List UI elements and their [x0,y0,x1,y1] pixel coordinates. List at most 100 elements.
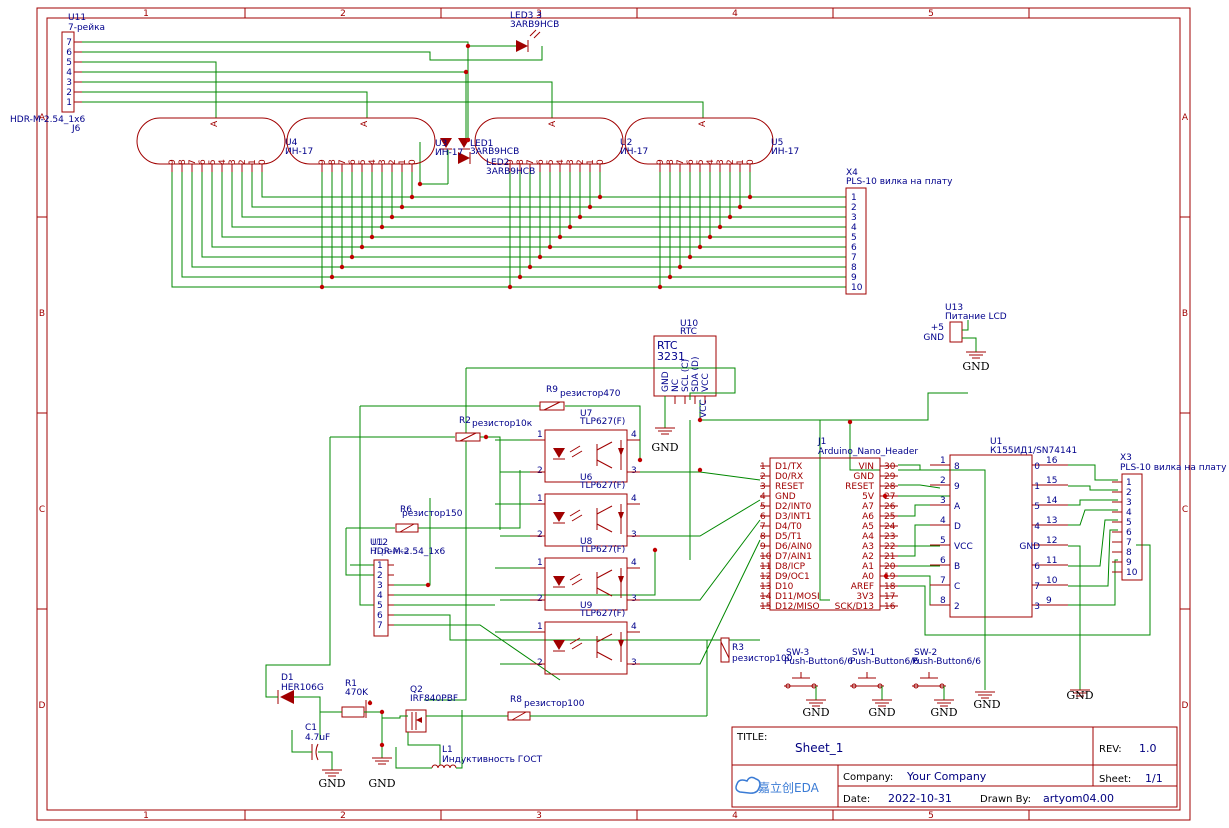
tube-digit-label: 2 [576,159,586,165]
inductor-l1[interactable]: L1 Индуктивность ГОСТ [395,710,543,769]
u1-right-pin-number: 16 [1046,456,1058,466]
u1-right-pin-number: 13 [1046,516,1057,526]
date-value: 2022-10-31 [888,792,952,805]
diode-d1[interactable]: D1 HER106G [265,673,324,740]
r3-ref: R3 [732,643,744,653]
u1-left-pin-number: 2 [940,476,946,486]
push-buttons: SW-3Push-Button6/6GNDSW-1Push-Button6/6G… [784,648,981,719]
x4-pin-number: 5 [851,233,857,243]
tube-digit-label: 0 [746,159,756,165]
resistor-r6[interactable]: R6 резистор150 [395,505,463,533]
capacitor-c1[interactable]: C1 4.7uF GND [291,723,346,790]
gnd-label: GND [368,777,395,790]
x4-ref: X4 [846,168,858,178]
j1-left-pin-number: 7 [760,522,766,532]
company-label: Company: [843,772,893,783]
opto-pin-number: 2 [537,530,543,540]
led1-led2-group[interactable]: U3 ИН-17 LED1 3АRВ9НСВ LED2 3АRВ9НСВ [435,138,535,177]
j1-left-pin-number: 10 [760,552,772,562]
r1-ref: R1 [345,679,357,689]
vcc-label: VCC [699,399,709,418]
led3-diode[interactable]: LED3 3 3АRВ9НСВ [510,11,559,52]
resistor-r9[interactable]: R9 резистор470 [539,385,621,411]
tube-digit-label: 3 [566,159,576,165]
r1-value: 470K [345,688,369,698]
u1-k155id1[interactable]: U1 К155ИД1/SN74141 18160291513A1454D1345… [930,437,1077,618]
x3-pin-number: 1 [1126,478,1132,488]
d1-value: HER106G [281,683,324,693]
r9-ref: R9 [546,385,558,395]
j1-value: Arduino_Nano_Header [818,447,918,457]
u1-left-pin-name: B [954,562,960,572]
gnd-label: GND [930,706,957,719]
mosfet-q2[interactable]: Q2 IRF840PBF [382,685,508,765]
q2-value: IRF840PBF [410,694,458,704]
button-value: Push-Button6/6 [912,657,981,667]
opto-value: TLP627(F) [579,609,625,619]
opto-value: TLP627(F) [579,417,625,427]
u1-right-pin-name: 5 [1034,502,1040,512]
j1-right-pin-name: A1 [862,562,874,572]
j1-right-pin-number: 26 [884,502,896,512]
button-value: Push-Button6/6 [850,657,919,667]
j1-left-pin-number: 15 [760,602,771,612]
u1-left-pin-number: 3 [940,496,946,506]
power-section: D1 HER106G C1 4.7uF GND R1 470K [265,673,707,790]
led1-value: 3АRВ9НСВ [470,147,519,157]
x4-pin-number: 9 [851,273,857,283]
tube-digit-label: 8 [328,159,338,165]
u1-left-pin-name: A [954,502,961,512]
opto-pin-number: 3 [631,594,637,604]
u13-lcd-power[interactable]: U13 Питание LCD +5 GND GND [699,303,1007,421]
j1-ref: J1 [817,437,826,447]
j1-right-pin-number: 21 [884,552,895,562]
tube-digit-label: 8 [516,159,526,165]
tube-digit-label: 7 [338,159,348,165]
x4-pin-number: 6 [851,243,857,253]
x3-pin-number: 10 [1126,568,1138,578]
tube-digit-label: 6 [686,159,696,165]
u12-ref: U12 [370,538,388,548]
j1-left-pin-name: D8/ICP [775,562,806,572]
u1-x3-wiring: GND GND [973,464,1118,711]
resistor-r8[interactable]: R8 резистор100 [507,695,707,721]
c1-ref: C1 [305,723,317,733]
j1-right-pin-name: A4 [862,532,874,542]
resistor-r3[interactable]: R3 резистор100 [720,637,793,664]
u1-right-pin-number: 15 [1046,476,1057,486]
u12-pin-number: 4 [377,591,383,601]
r8-value: резистор100 [524,699,585,709]
u3-ref-overlap: U3 [435,139,447,149]
date-label: Date: [843,794,870,805]
tube-digit-label: 9 [656,159,666,165]
j1-right-pin-number: 27 [884,492,895,502]
x3-value: PLS-10 вилка на плату [1120,463,1227,473]
c1-value: 4.7uF [305,733,330,743]
gnd-label: GND [973,698,1000,711]
opto-pin-number: 3 [631,658,637,668]
resistor-r2[interactable]: R2 резистор10к [455,416,533,442]
j1-left-pin-number: 12 [760,572,771,582]
opto-ref: U7 [580,409,592,419]
j1-right-pin-number: 20 [884,562,896,572]
opto-pin-number: 3 [631,466,637,476]
gnd-label: GND [868,706,895,719]
j1-right-pin-name: SCK/D13 [835,602,874,612]
